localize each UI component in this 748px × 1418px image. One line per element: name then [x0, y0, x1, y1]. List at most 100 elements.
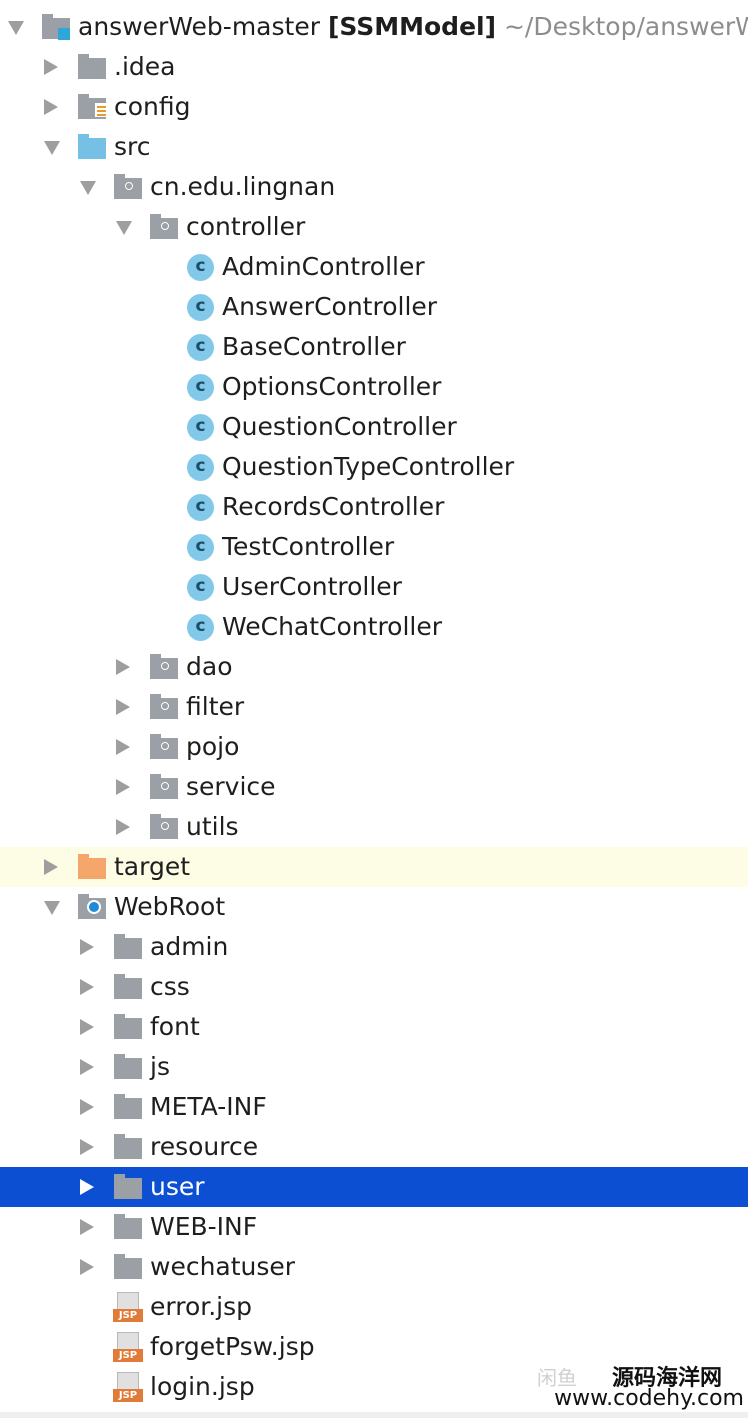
tree-node-label: wechatuser: [150, 1252, 296, 1281]
tree-node-label: .idea: [114, 52, 176, 81]
expand-arrow-icon[interactable]: [80, 979, 94, 995]
tree-node-label: AnswerController: [222, 292, 438, 321]
folder-icon: [114, 1214, 142, 1240]
jsp-file-icon: JSP: [113, 1292, 143, 1322]
expand-arrow-icon[interactable]: [44, 99, 58, 115]
tree-folder-row[interactable]: src: [0, 127, 748, 167]
watermark: 闲鱼 源码海洋网 www.codehy.com: [537, 1358, 748, 1418]
tree-folder-row[interactable]: pojo: [0, 727, 748, 767]
tree-folder-row[interactable]: resource: [0, 1127, 748, 1167]
expand-arrow-icon[interactable]: [80, 1179, 94, 1195]
expand-arrow-icon[interactable]: [116, 659, 130, 675]
expand-arrow-icon[interactable]: [80, 1059, 94, 1075]
tree-folder-row[interactable]: controller: [0, 207, 748, 247]
tree-folder-row[interactable]: filter: [0, 687, 748, 727]
tree-class-row[interactable]: RecordsController: [0, 487, 748, 527]
java-class-icon: [187, 494, 214, 521]
tree-folder-row[interactable]: config: [0, 87, 748, 127]
jsp-file-icon: JSP: [113, 1372, 143, 1402]
java-class-icon: [187, 534, 214, 561]
tree-node-label: js: [150, 1052, 170, 1081]
tree-folder-row[interactable]: WEB-INF: [0, 1207, 748, 1247]
tree-root-row[interactable]: answerWeb-master [SSMModel] ~/Desktop/an…: [0, 7, 748, 47]
tree-node-label: pojo: [186, 732, 240, 761]
tree-folder-row[interactable]: wechatuser: [0, 1247, 748, 1287]
expand-arrow-icon[interactable]: [116, 779, 130, 795]
expand-arrow-icon[interactable]: [80, 1019, 94, 1035]
java-class-icon: [187, 454, 214, 481]
tree-node-label: css: [150, 972, 190, 1001]
collapse-arrow-icon[interactable]: [44, 901, 60, 915]
collapse-arrow-icon[interactable]: [44, 141, 60, 155]
tree-folder-row[interactable]: service: [0, 767, 748, 807]
module-folder-icon: [42, 14, 70, 40]
tree-node-label: admin: [150, 932, 229, 961]
jsp-tag: JSP: [113, 1349, 143, 1362]
web-folder-icon: [78, 894, 106, 920]
tree-class-row[interactable]: WeChatController: [0, 607, 748, 647]
tree-node-label: META-INF: [150, 1092, 267, 1121]
tree-class-row[interactable]: BaseController: [0, 327, 748, 367]
source-folder-icon: [78, 134, 106, 160]
tree-class-row[interactable]: AnswerController: [0, 287, 748, 327]
tree-class-row[interactable]: UserController: [0, 567, 748, 607]
tree-class-row[interactable]: QuestionTypeController: [0, 447, 748, 487]
tree-class-row[interactable]: TestController: [0, 527, 748, 567]
collapse-arrow-icon[interactable]: [116, 221, 132, 235]
watermark-line1: 源码海洋网: [611, 1360, 722, 1392]
tree-node-label: AdminController: [222, 252, 425, 281]
package-icon: [150, 694, 178, 720]
tree-folder-row[interactable]: META-INF: [0, 1087, 748, 1127]
tree-folder-row[interactable]: font: [0, 1007, 748, 1047]
package-icon: [150, 774, 178, 800]
tree-class-row[interactable]: QuestionController: [0, 407, 748, 447]
folder-icon: [114, 1054, 142, 1080]
tree-folder-row[interactable]: js: [0, 1047, 748, 1087]
package-icon: [150, 214, 178, 240]
tree-folder-row[interactable]: utils: [0, 807, 748, 847]
tree-node-label: QuestionController: [222, 412, 457, 441]
tree-class-row[interactable]: AdminController: [0, 247, 748, 287]
tree-folder-row[interactable]: .idea: [0, 47, 748, 87]
tree-folder-row[interactable]: WebRoot: [0, 887, 748, 927]
expand-arrow-icon[interactable]: [80, 1259, 94, 1275]
root-name: answerWeb-master: [78, 12, 320, 41]
excluded-folder-icon: [78, 854, 106, 880]
collapse-arrow-icon[interactable]: [8, 21, 24, 35]
watermark-faded-text: 闲鱼: [537, 1366, 577, 1390]
tree-node-label: WEB-INF: [150, 1212, 258, 1241]
expand-arrow-icon[interactable]: [116, 739, 130, 755]
expand-arrow-icon[interactable]: [80, 1139, 94, 1155]
tree-folder-row[interactable]: dao: [0, 647, 748, 687]
tree-folder-row[interactable]: target: [0, 847, 748, 887]
java-class-icon: [187, 614, 214, 641]
expand-arrow-icon[interactable]: [116, 699, 130, 715]
expand-arrow-icon[interactable]: [80, 1219, 94, 1235]
expand-arrow-icon[interactable]: [80, 1099, 94, 1115]
package-icon: [114, 174, 142, 200]
tree-node-label: filter: [186, 692, 245, 721]
root-path: ~/Desktop/answerW: [503, 12, 748, 41]
tree-folder-row[interactable]: css: [0, 967, 748, 1007]
expand-arrow-icon[interactable]: [44, 59, 58, 75]
tree-class-row[interactable]: OptionsController: [0, 367, 748, 407]
expand-arrow-icon[interactable]: [80, 939, 94, 955]
package-icon: [150, 814, 178, 840]
tree-folder-row[interactable]: user: [0, 1167, 748, 1207]
tree-node-label: RecordsController: [222, 492, 445, 521]
folder-icon: [114, 1014, 142, 1040]
tree-node-label: config: [114, 92, 191, 121]
collapse-arrow-icon[interactable]: [80, 181, 96, 195]
tree-node-label: BaseController: [222, 332, 406, 361]
tree-folder-row[interactable]: cn.edu.lingnan: [0, 167, 748, 207]
jsp-tag: JSP: [113, 1389, 143, 1402]
tree-node-label: QuestionTypeController: [222, 452, 515, 481]
tree-node-label: UserController: [222, 572, 402, 601]
config-folder-icon: [78, 94, 107, 120]
expand-arrow-icon[interactable]: [44, 859, 58, 875]
expand-arrow-icon[interactable]: [116, 819, 130, 835]
tree-folder-row[interactable]: admin: [0, 927, 748, 967]
